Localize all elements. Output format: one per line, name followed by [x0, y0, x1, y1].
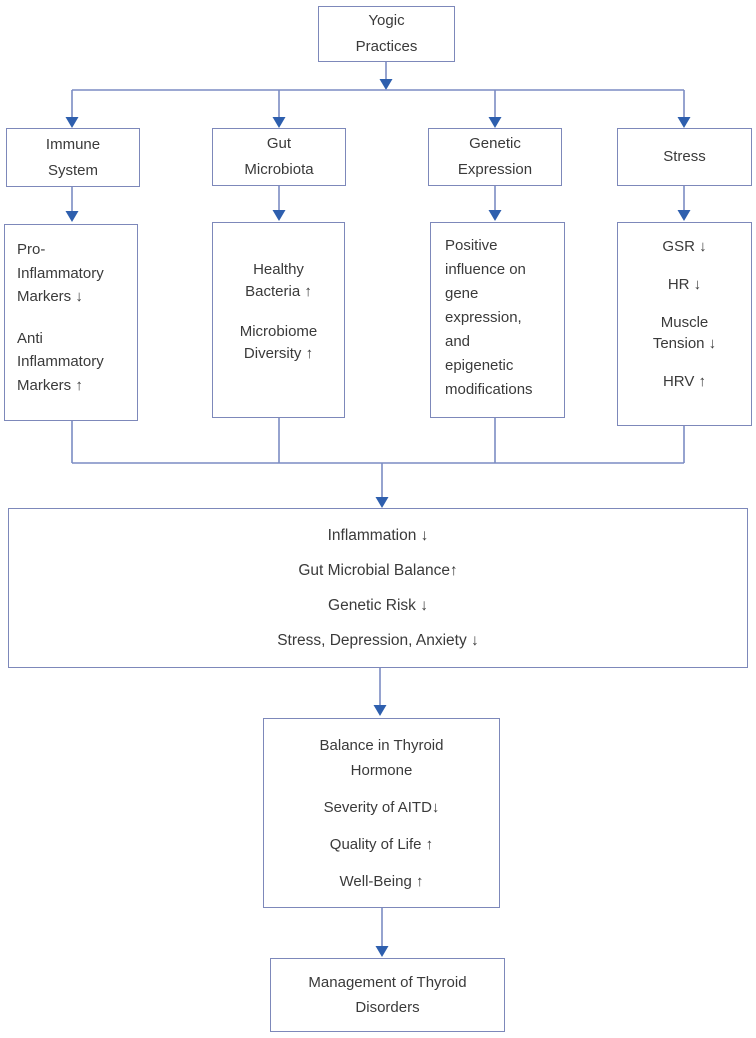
- thyroid-well-being: Well-Being ↑: [339, 872, 424, 890]
- arrow-genetic-to-detail: [488, 186, 502, 221]
- outcome-inflammation: Inflammation ↓: [327, 527, 429, 544]
- node-thyroid-outcomes: Balance in Thyroid Hormone Severity of A…: [263, 718, 500, 908]
- node-management-thyroid-disorders: Management of Thyroid Disorders: [270, 958, 505, 1032]
- node-yogic-practices: Yogic Practices: [318, 6, 455, 62]
- thyroid-severity-aitd: Severity of AITD↓: [323, 798, 440, 816]
- gut-detail-microbiome-diversity: Microbiome Diversity ↑: [239, 323, 318, 362]
- gut-detail-healthy-bacteria: Healthy Bacteria ↑: [245, 261, 312, 300]
- arrow-thyroid-to-management: [375, 908, 389, 957]
- stress-detail-hrv: HRV ↑: [662, 373, 707, 390]
- arrow-split-to-immune: [65, 90, 79, 128]
- node-stress-detail: GSR ↓ HR ↓ Muscle Tension ↓ HRV ↑: [617, 222, 752, 426]
- arrow-split-to-genetic: [488, 90, 502, 128]
- node-genetic-expression: Genetic Expression: [428, 128, 562, 186]
- arrow-yogic-to-split: [379, 62, 393, 90]
- stress-detail-muscle-tension: Muscle Tension ↓: [652, 314, 717, 352]
- arrow-split-to-gut: [272, 90, 286, 128]
- outcome-genetic-risk: Genetic Risk ↓: [328, 597, 428, 614]
- outcome-gut-microbial-balance: Gut Microbial Balance↑: [298, 562, 458, 579]
- arrow-outcomes-to-thyroid: [373, 668, 387, 716]
- node-gut-microbiota: Gut Microbiota: [212, 128, 346, 186]
- node-combined-outcomes: Inflammation ↓ Gut Microbial Balance↑ Ge…: [8, 508, 748, 668]
- stress-detail-gsr: GSR ↓: [662, 238, 707, 255]
- arrow-immune-to-detail: [65, 187, 79, 222]
- node-gut-detail: Healthy Bacteria ↑ Microbiome Diversity …: [212, 222, 345, 418]
- arrow-stress-to-detail: [677, 186, 691, 221]
- arrow-gut-to-detail: [272, 186, 286, 221]
- node-immune-detail: Pro- Inflammatory Markers ↓ Anti Inflamm…: [4, 224, 138, 421]
- arrow-merge-to-outcomes: [375, 463, 389, 508]
- node-genetic-detail: Positive influence on gene expression, a…: [430, 222, 565, 418]
- immune-detail-anti-inflammatory: Anti Inflammatory Markers ↑: [17, 329, 104, 394]
- thyroid-balance-hormone: Balance in Thyroid Hormone: [319, 736, 444, 779]
- node-stress: Stress: [617, 128, 752, 186]
- thyroid-quality-of-life: Quality of Life ↑: [329, 835, 434, 853]
- arrow-split-to-stress: [677, 90, 691, 128]
- stress-detail-hr: HR ↓: [667, 276, 702, 293]
- node-immune-system: Immune System: [6, 128, 140, 187]
- immune-detail-pro-inflammatory: Pro- Inflammatory Markers ↓: [17, 241, 104, 305]
- outcome-stress-depression-anxiety: Stress, Depression, Anxiety ↓: [277, 632, 479, 649]
- merge-lines: [71, 418, 685, 464]
